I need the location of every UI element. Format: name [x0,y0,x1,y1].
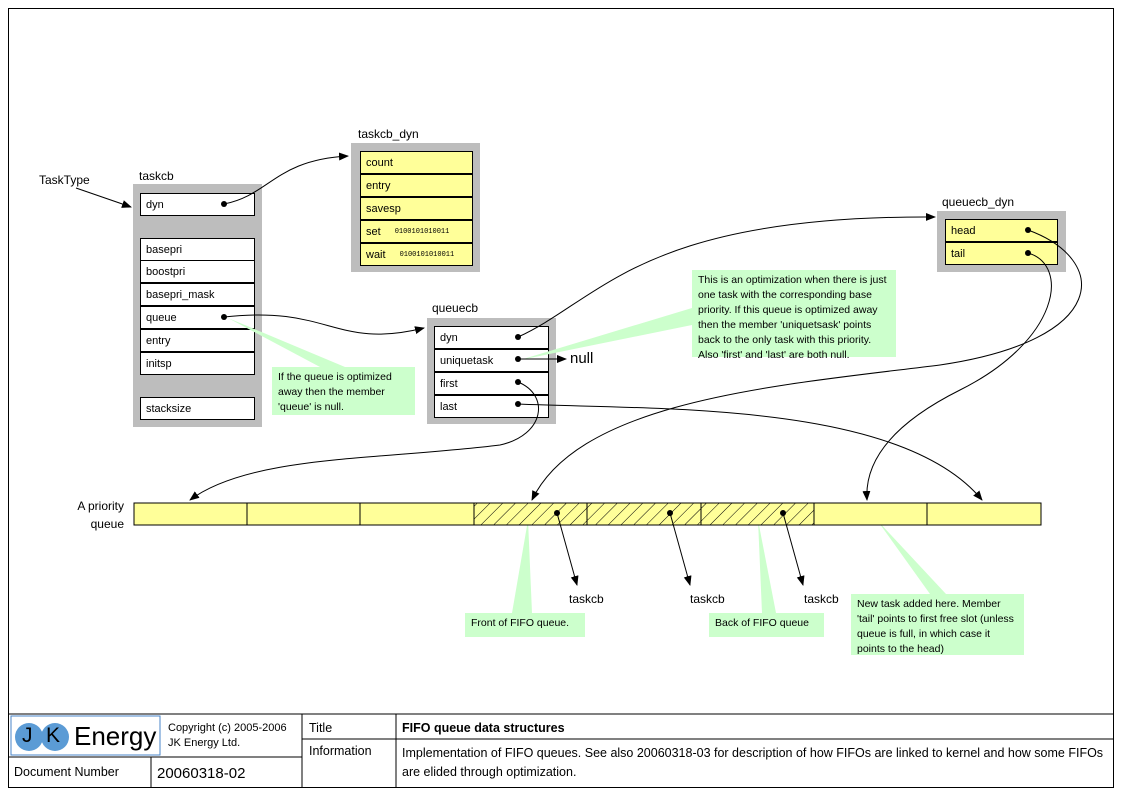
queue-cell-4 [473,502,588,526]
info-value: Implementation of FIFO queues. See also … [402,746,1104,779]
taskcb-field-stacksize: stacksize [140,397,255,420]
taskcb-field-basepri: basepri [140,238,255,261]
note-queue-null-pointer [228,318,345,367]
queuecb-field-last: last [434,395,549,418]
note-queue-null: If the queue is optimized away then the … [272,367,415,415]
cell5-dot [667,510,673,516]
queuecb-first-dot [515,379,521,385]
taskcb-field-dyn: dyn [140,193,255,216]
priority-queue [133,502,1042,526]
queuecb-title: queuecb [432,301,479,315]
taskcb-dyn-field-count: count [360,151,473,174]
cell6-dot [780,510,786,516]
queue-cell-7 [813,502,928,526]
taskcb-dyn-dot [221,201,227,207]
logo-k: K [46,724,61,747]
priority-queue-label-2: queue [90,517,124,531]
taskcb-dyn-field-savesp: savesp [360,197,473,220]
taskcb-field-initsp: initsp [140,352,255,375]
queue-cell-2 [246,502,361,526]
tasktype-arrow [75,187,132,208]
cell4-task-arrow [556,512,579,586]
note-front: Front of FIFO queue. [465,613,585,637]
queue-cell-1 [133,502,248,526]
priority-queue-label-1: A priority [77,499,124,513]
doc-number: 20060318-02 [157,765,246,782]
queuecb-uniquetask-dot [515,356,521,362]
drawing-frame [8,8,1114,788]
info-label: Information [309,744,372,758]
queuecb-field-first: first [434,372,549,395]
head-dot [1025,227,1031,233]
taskcb-dyn-arrow [223,152,349,205]
queuecb-last-arrow [517,403,983,501]
task-type-label: TaskType [39,173,90,187]
tail-arrow [862,252,1052,501]
taskcb-dyn-field-entry: entry [360,174,473,197]
null-label: null [570,350,594,367]
queuecb-first-arrow [189,381,539,501]
note-new-task: New task added here. Member 'tail' point… [851,594,1024,655]
queue-cell-6 [700,502,815,526]
note-back-pointer [758,520,776,613]
cell4-dot [554,510,560,516]
queuecb-dyn-title: queuecb_dyn [942,195,1015,209]
note-optimization: This is an optimization when there is ju… [692,270,896,361]
wait-label: wait [366,248,386,261]
taskcb-dyn-field-wait: wait 0100101010011 [360,243,473,266]
tail-dot [1025,250,1031,256]
head-arrow [531,229,1082,501]
queuecb-field-dyn: dyn [434,326,549,349]
copyright-line-2: JK Energy Ltd. [168,737,241,749]
queue-cell-3 [359,502,475,526]
logo-word: Energy [74,721,157,751]
taskcb-label-3: taskcb [804,592,839,606]
queuecb-dyn-arrow [517,212,936,338]
logo-circle-k [41,723,69,751]
queue-cell-8 [926,502,1042,526]
queuecb-dyn-field-head: head [945,219,1058,242]
logo-circle-j [15,723,43,751]
title-label: Title [309,721,333,735]
taskcb-queue-arrow [223,314,425,335]
doc-number-label: Document Number [14,765,119,779]
taskcb-label-2: taskcb [690,592,725,606]
taskcb-dyn-title: taskcb_dyn [358,127,419,141]
taskcb-title: taskcb [139,169,174,183]
cell5-task-arrow [669,512,692,586]
note-new-task-pointer [877,520,946,594]
queue-cell-5 [586,502,702,526]
wait-bits: 0100101010011 [399,250,455,259]
queuecb-field-uniquetask: uniquetask [434,349,549,372]
set-label: set [366,225,381,238]
taskcb-label-1: taskcb [569,592,604,606]
logo-box [10,715,161,756]
queuecb-dyn-dot [515,334,521,340]
taskcb-field-queue: queue [140,306,255,329]
copyright-line-1: Copyright (c) 2005-2006 [168,722,287,734]
queuecb-last-dot [515,401,521,407]
taskcb-dyn-field-set: set 0100101010011 [360,220,473,243]
note-optimization-pointer [520,308,692,360]
note-front-pointer [512,520,532,613]
taskcb-queue-dot [221,314,227,320]
note-back: Back of FIFO queue [709,613,824,637]
queuecb-dyn-field-tail: tail [945,242,1058,265]
taskcb-field-basepri-mask: basepri_mask [140,283,255,306]
logo-j: J [22,724,33,747]
set-bits: 0100101010011 [394,227,450,236]
taskcb-field-entry: entry [140,329,255,352]
title-value: FIFO queue data structures [402,721,565,735]
cell6-task-arrow [782,512,805,586]
taskcb-field-boostpri: boostpri [140,260,255,283]
